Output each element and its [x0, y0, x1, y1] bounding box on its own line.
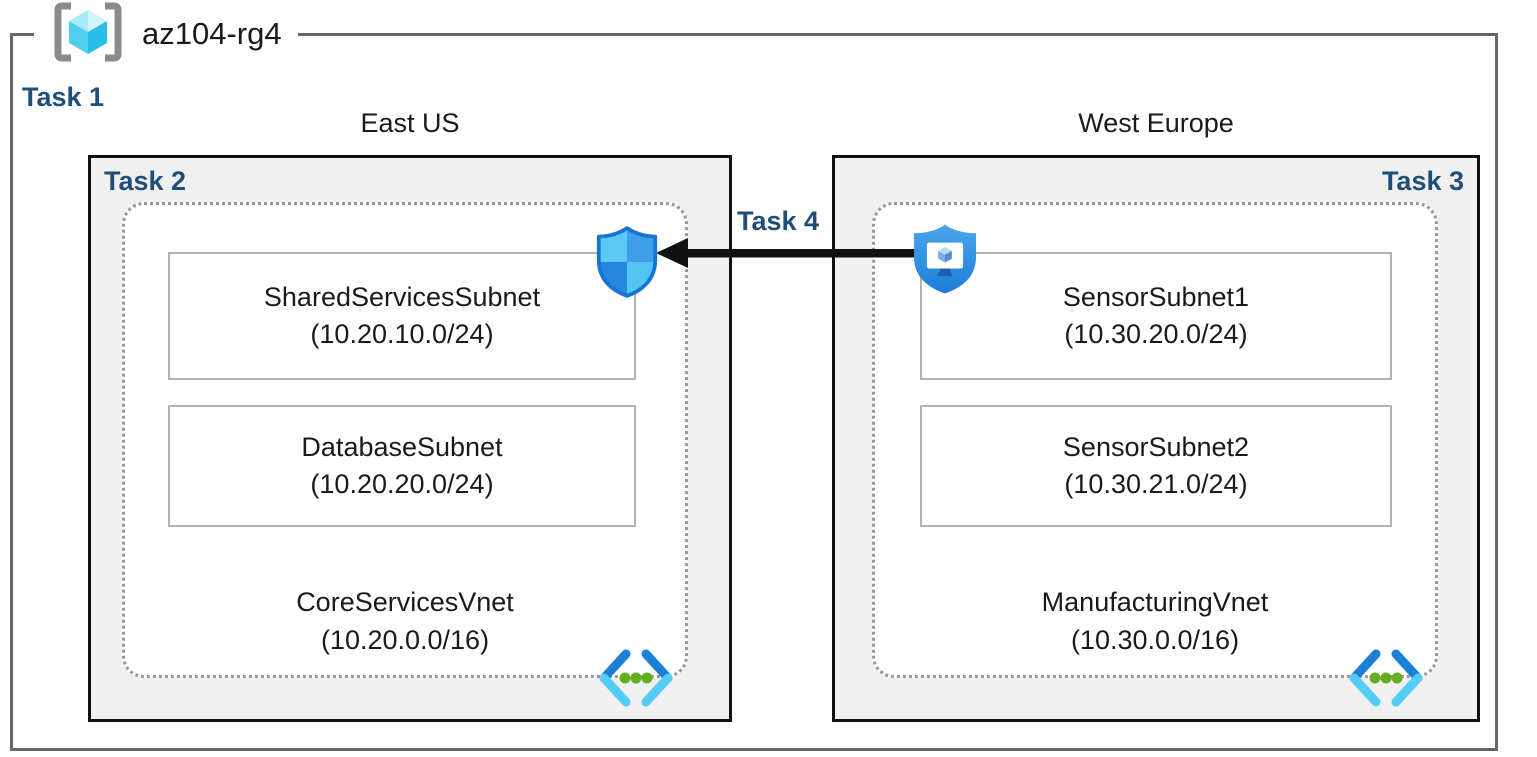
subnet-name: SharedServicesSubnet — [263, 282, 541, 312]
subnet-box-sharedservices: SharedServicesSubnet (10.20.10.0/24) — [168, 252, 636, 380]
vnet-label-coreservices: CoreServicesVnet (10.20.0.0/16) — [122, 583, 688, 659]
vnet-cidr: (10.30.0.0/16) — [1070, 625, 1240, 655]
subnet-box-database: DatabaseSubnet (10.20.20.0/24) — [168, 405, 636, 527]
vnet-chevron-icon-east — [597, 645, 675, 716]
subnet-cidr: (10.20.20.0/24) — [310, 469, 494, 499]
subnet-name: SensorSubnet2 — [1062, 432, 1250, 462]
task2-label: Task 2 — [104, 166, 187, 196]
subnet-cidr: (10.20.10.0/24) — [310, 319, 494, 349]
subnet-name: DatabaseSubnet — [301, 432, 503, 462]
region-label-east-us: East US — [360, 108, 460, 138]
resource-group-header: az104-rg4 — [34, 0, 298, 68]
vnet-name: CoreServicesVnet — [296, 587, 514, 617]
shield-icon — [595, 225, 659, 304]
subnet-name: SensorSubnet1 — [1062, 282, 1250, 312]
resource-group-title: az104-rg4 — [142, 16, 282, 51]
subnet-box-sensorsubnet2: SensorSubnet2 (10.30.21.0/24) — [920, 405, 1392, 527]
subnet-box-sensorsubnet1: SensorSubnet1 (10.30.20.0/24) — [920, 252, 1392, 380]
vnet-name: ManufacturingVnet — [1041, 587, 1269, 617]
peering-arrow — [654, 229, 966, 277]
resource-group-icon — [50, 2, 126, 67]
subnet-cidr: (10.30.21.0/24) — [1064, 469, 1248, 499]
subnet-cidr: (10.30.20.0/24) — [1064, 319, 1248, 349]
vnet-label-manufacturing: ManufacturingVnet (10.30.0.0/16) — [872, 583, 1438, 659]
task3-label: Task 3 — [1381, 166, 1464, 196]
task4-label: Task 4 — [736, 206, 820, 236]
resource-group-border — [10, 33, 1498, 751]
vnet-chevron-icon-west — [1347, 645, 1425, 716]
region-label-west-europe: West Europe — [1078, 108, 1234, 138]
vnet-cidr: (10.20.0.0/16) — [320, 625, 490, 655]
task1-label: Task 1 — [22, 82, 105, 112]
monitor-shield-icon — [906, 222, 984, 301]
